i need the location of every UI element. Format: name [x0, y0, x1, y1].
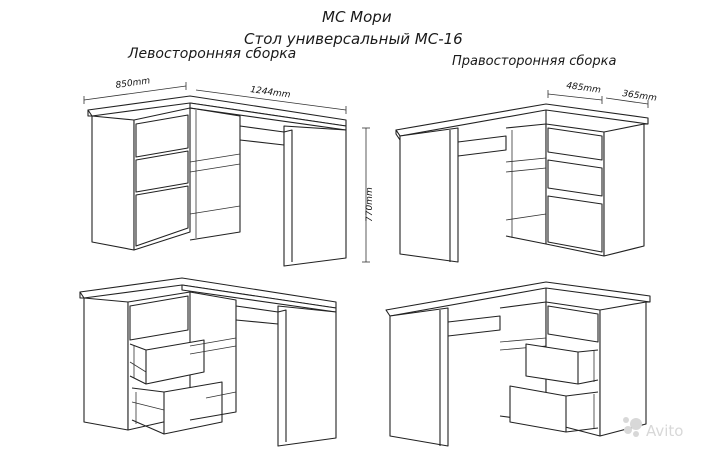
watermark-text: Avito: [646, 422, 684, 440]
dim-850: 850mm: [115, 76, 151, 91]
desk-right-closed: 485mm 365mm: [395, 81, 658, 263]
left-assembly-label: Левосторонняя сборка: [128, 46, 297, 62]
avito-watermark: Avito: [623, 417, 684, 440]
dim-365: 365mm: [622, 89, 658, 104]
desk-right-open: [385, 281, 651, 447]
desk-left-open: [79, 277, 337, 447]
right-assembly-label: Правосторонняя сборка: [452, 54, 617, 69]
desk-left-closed: 850mm 1244mm 770mm: [83, 76, 375, 267]
dim-485: 485mm: [566, 81, 602, 96]
brand-title: МС Мори: [322, 8, 392, 26]
dim-770: 770mm: [365, 187, 375, 222]
product-title: Стол универсальный МС-16: [244, 30, 463, 48]
